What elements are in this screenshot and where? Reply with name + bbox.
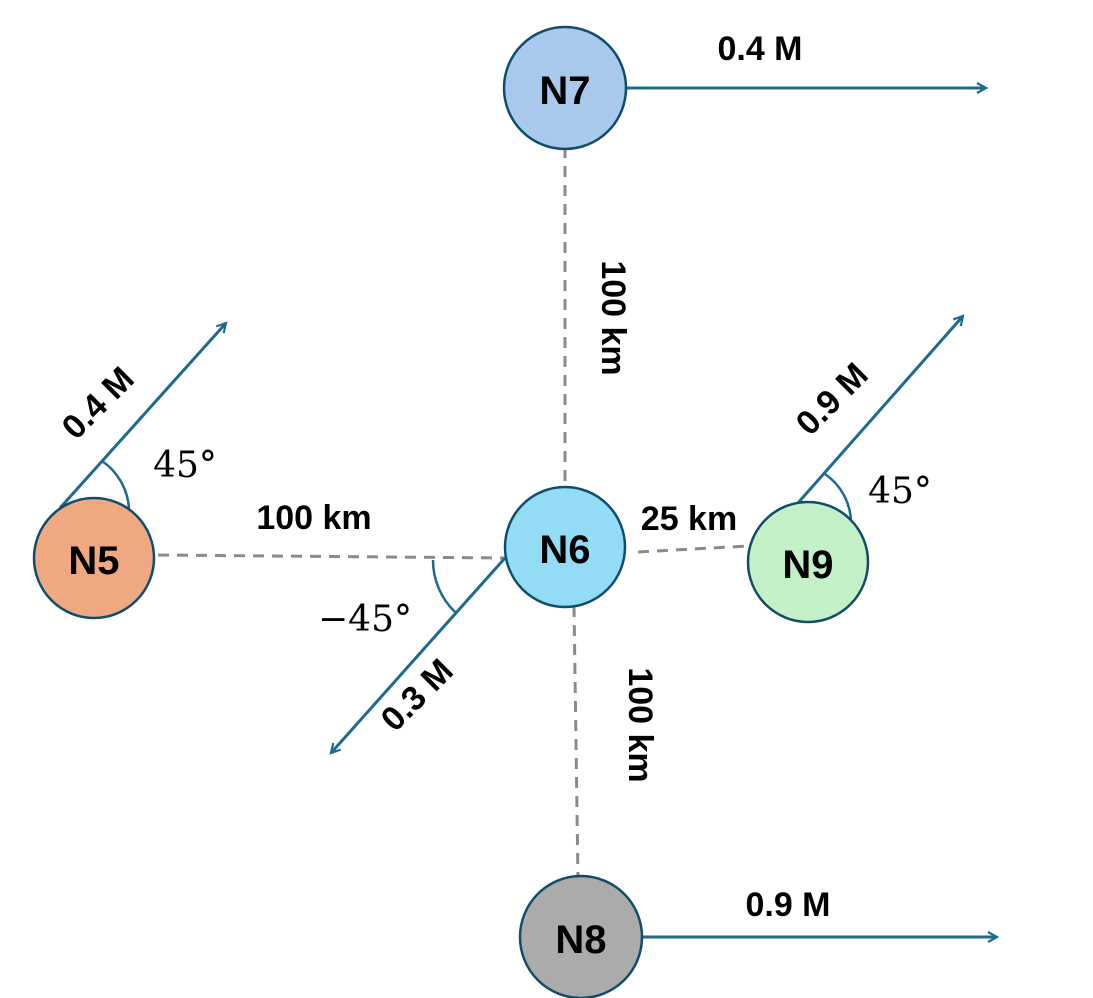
link-n6-n9 bbox=[637, 544, 749, 554]
node-n7-label: N7 bbox=[539, 69, 590, 113]
link-n5-n6 bbox=[157, 553, 506, 560]
node-n8-circle bbox=[518, 874, 644, 998]
velocity-label-n8: 0.9 M bbox=[745, 886, 830, 924]
node-n7-circle bbox=[502, 25, 628, 151]
link-n6-n8 bbox=[572, 605, 580, 881]
angle-arc-n9 bbox=[824, 472, 853, 524]
angle-label-n6: −45° bbox=[318, 599, 412, 640]
distance-label-n6-n8: 100 km bbox=[621, 667, 659, 782]
angle-arc-n5 bbox=[101, 459, 131, 510]
angle-label-n9: 45° bbox=[868, 471, 932, 512]
node-n9-label: N9 bbox=[782, 543, 833, 587]
node-n5-circle bbox=[32, 496, 156, 620]
node-n6-label: N6 bbox=[539, 528, 590, 572]
distance-label-n5-n6: 100 km bbox=[256, 499, 371, 537]
distance-label-n6-n9: 25 km bbox=[641, 500, 737, 538]
velocity-arrow-n6 bbox=[331, 557, 507, 753]
velocity-label-n6: 0.3 M bbox=[374, 652, 461, 739]
node-n9-circle bbox=[746, 500, 870, 624]
velocity-arrow-n5 bbox=[58, 323, 226, 510]
angle-label-n5: 45° bbox=[153, 445, 217, 486]
distance-label-n6-n7: 100 km bbox=[594, 260, 632, 375]
node-n6: N6 bbox=[503, 485, 627, 609]
angle-arc-n6 bbox=[431, 559, 456, 613]
node-n8: N8 bbox=[518, 874, 644, 998]
velocity-arrow-n9 bbox=[788, 316, 963, 513]
node-n8-label: N8 bbox=[555, 918, 606, 962]
node-n9: N9 bbox=[746, 500, 870, 624]
node-n5-label: N5 bbox=[68, 539, 119, 583]
node-n7: N7 bbox=[502, 25, 628, 151]
node-n6-circle bbox=[503, 485, 627, 609]
node-n5: N5 bbox=[32, 496, 156, 620]
velocity-label-n7: 0.4 M bbox=[717, 30, 802, 68]
